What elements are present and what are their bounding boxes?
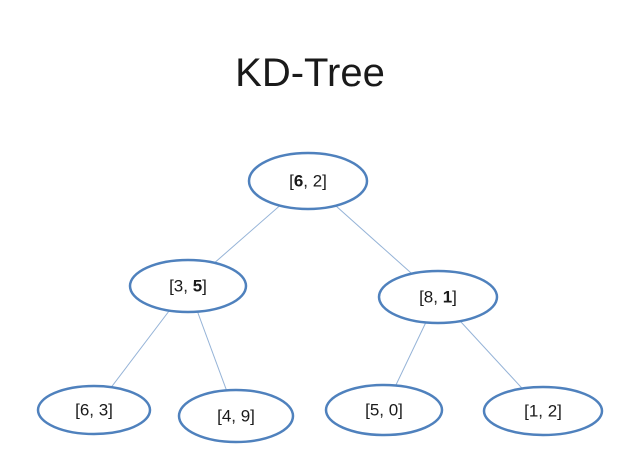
node-label: [8, 1] <box>419 288 457 307</box>
node-ellipse <box>482 385 604 437</box>
node-ellipse <box>377 269 499 325</box>
node-label: [3, 5] <box>169 277 207 296</box>
tree-node-l: [3, 5] <box>128 258 248 314</box>
tree-node-r: [8, 1] <box>377 269 499 325</box>
tree-node-ll: [6, 3] <box>36 384 152 436</box>
node-ellipse <box>36 384 152 436</box>
node-label: [1, 2] <box>524 402 562 421</box>
node-ellipse <box>177 388 295 444</box>
node-ellipse <box>247 151 369 211</box>
tree-node-root: [6, 2] <box>247 151 369 211</box>
node-ellipse <box>324 383 444 437</box>
tree-node-rr: [1, 2] <box>482 385 604 437</box>
node-label: [6, 2] <box>289 172 327 191</box>
slide-title: KD-Tree <box>235 50 385 95</box>
node-label: [6, 3] <box>75 401 113 420</box>
node-label: [5, 0] <box>365 401 403 420</box>
tree-node-rl: [5, 0] <box>324 383 444 437</box>
node-label: [4, 9] <box>217 407 255 426</box>
tree-node-lr: [4, 9] <box>177 388 295 444</box>
node-ellipse <box>128 258 248 314</box>
